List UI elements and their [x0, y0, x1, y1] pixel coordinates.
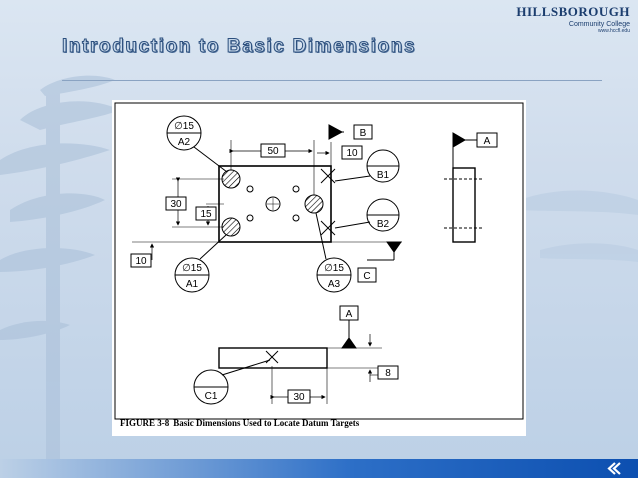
figure-number: FIGURE 3-8 — [120, 418, 170, 428]
logo-name: HILLSBOROUGH — [516, 4, 630, 19]
back-chevron-icon[interactable] — [600, 459, 626, 478]
a3-id-label: A3 — [328, 279, 341, 290]
b2-id-label: B2 — [377, 219, 390, 230]
logo-url: www.hccfl.edu — [598, 28, 630, 34]
b1-id-label: B1 — [377, 170, 390, 181]
dim-8-label: 8 — [385, 368, 391, 379]
a3-size-label: ∅15 — [324, 263, 344, 274]
dim-10-top-label: 10 — [346, 148, 358, 159]
datum-c-label: C — [363, 271, 370, 282]
datum-target-a3 — [304, 194, 324, 214]
datum-b-label: B — [360, 128, 367, 139]
datum-a-side-label: A — [484, 136, 491, 147]
datum-target-a1 — [221, 217, 241, 237]
dim-10-left-label: 10 — [135, 256, 147, 267]
logo-subtitle: Community College — [568, 21, 630, 28]
footer-bar — [0, 459, 638, 478]
figure-caption-text: Basic Dimensions Used to Locate Datum Ta… — [173, 418, 360, 428]
a1-size-label: ∅15 — [182, 263, 202, 274]
dim-30-left-label: 30 — [170, 199, 182, 210]
title-divider — [62, 80, 602, 81]
college-logo: HILLSBOROUGH Community College www.hccfl… — [516, 4, 630, 34]
datum-target-a2 — [221, 169, 241, 189]
dim-30-bottom-label: 30 — [293, 392, 305, 403]
datum-target-figure: ∅15 A2 ∅15 A1 ∅15 A3 B1 B2 C1 B C A A 50… — [112, 100, 526, 436]
engineering-drawing: ∅15 A2 ∅15 A1 ∅15 A3 B1 B2 C1 B C A A 50… — [114, 102, 524, 420]
datum-a-bottom-label: A — [346, 309, 353, 320]
dim-50-label: 50 — [267, 146, 279, 157]
dim-15-label: 15 — [200, 209, 212, 220]
c1-id-label: C1 — [205, 391, 218, 402]
a2-id-label: A2 — [178, 137, 191, 148]
slide-title: Introduction to Basic Dimensions — [61, 36, 417, 58]
a2-size-label: ∅15 — [174, 121, 194, 132]
a1-id-label: A1 — [186, 279, 199, 290]
